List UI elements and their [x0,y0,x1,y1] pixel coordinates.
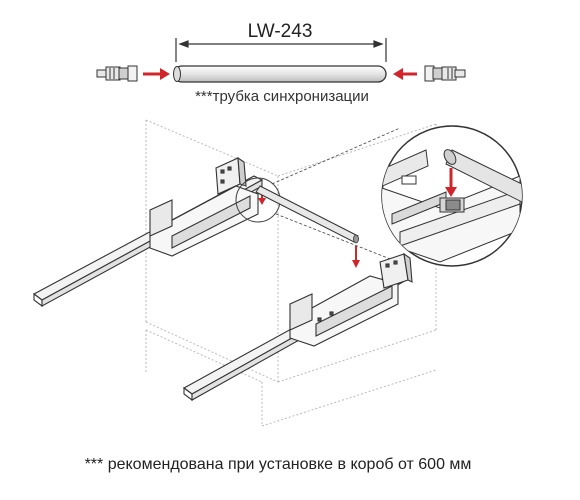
cabinet-outline [145,119,437,427]
insert-arrow-right-icon [393,68,417,80]
dimension-label: LW-243 [248,21,313,42]
zoom-detail [381,125,523,267]
installed-sync-tube [255,185,359,244]
dimension-line [175,38,387,62]
sync-tube [173,65,387,83]
tube-down-arrow-icon [352,246,360,268]
right-connector-icon [424,65,466,82]
right-drawer-slide [182,252,413,402]
footnote: *** рекомендована при установке в короб … [85,456,472,473]
insert-arrow-left-icon [143,68,170,80]
left-connector-icon [96,65,138,82]
zoom-detail-arrow-icon [445,168,457,197]
left-drawer-slide [32,156,264,308]
tube-caption: ***трубка синхронизации [195,88,369,105]
